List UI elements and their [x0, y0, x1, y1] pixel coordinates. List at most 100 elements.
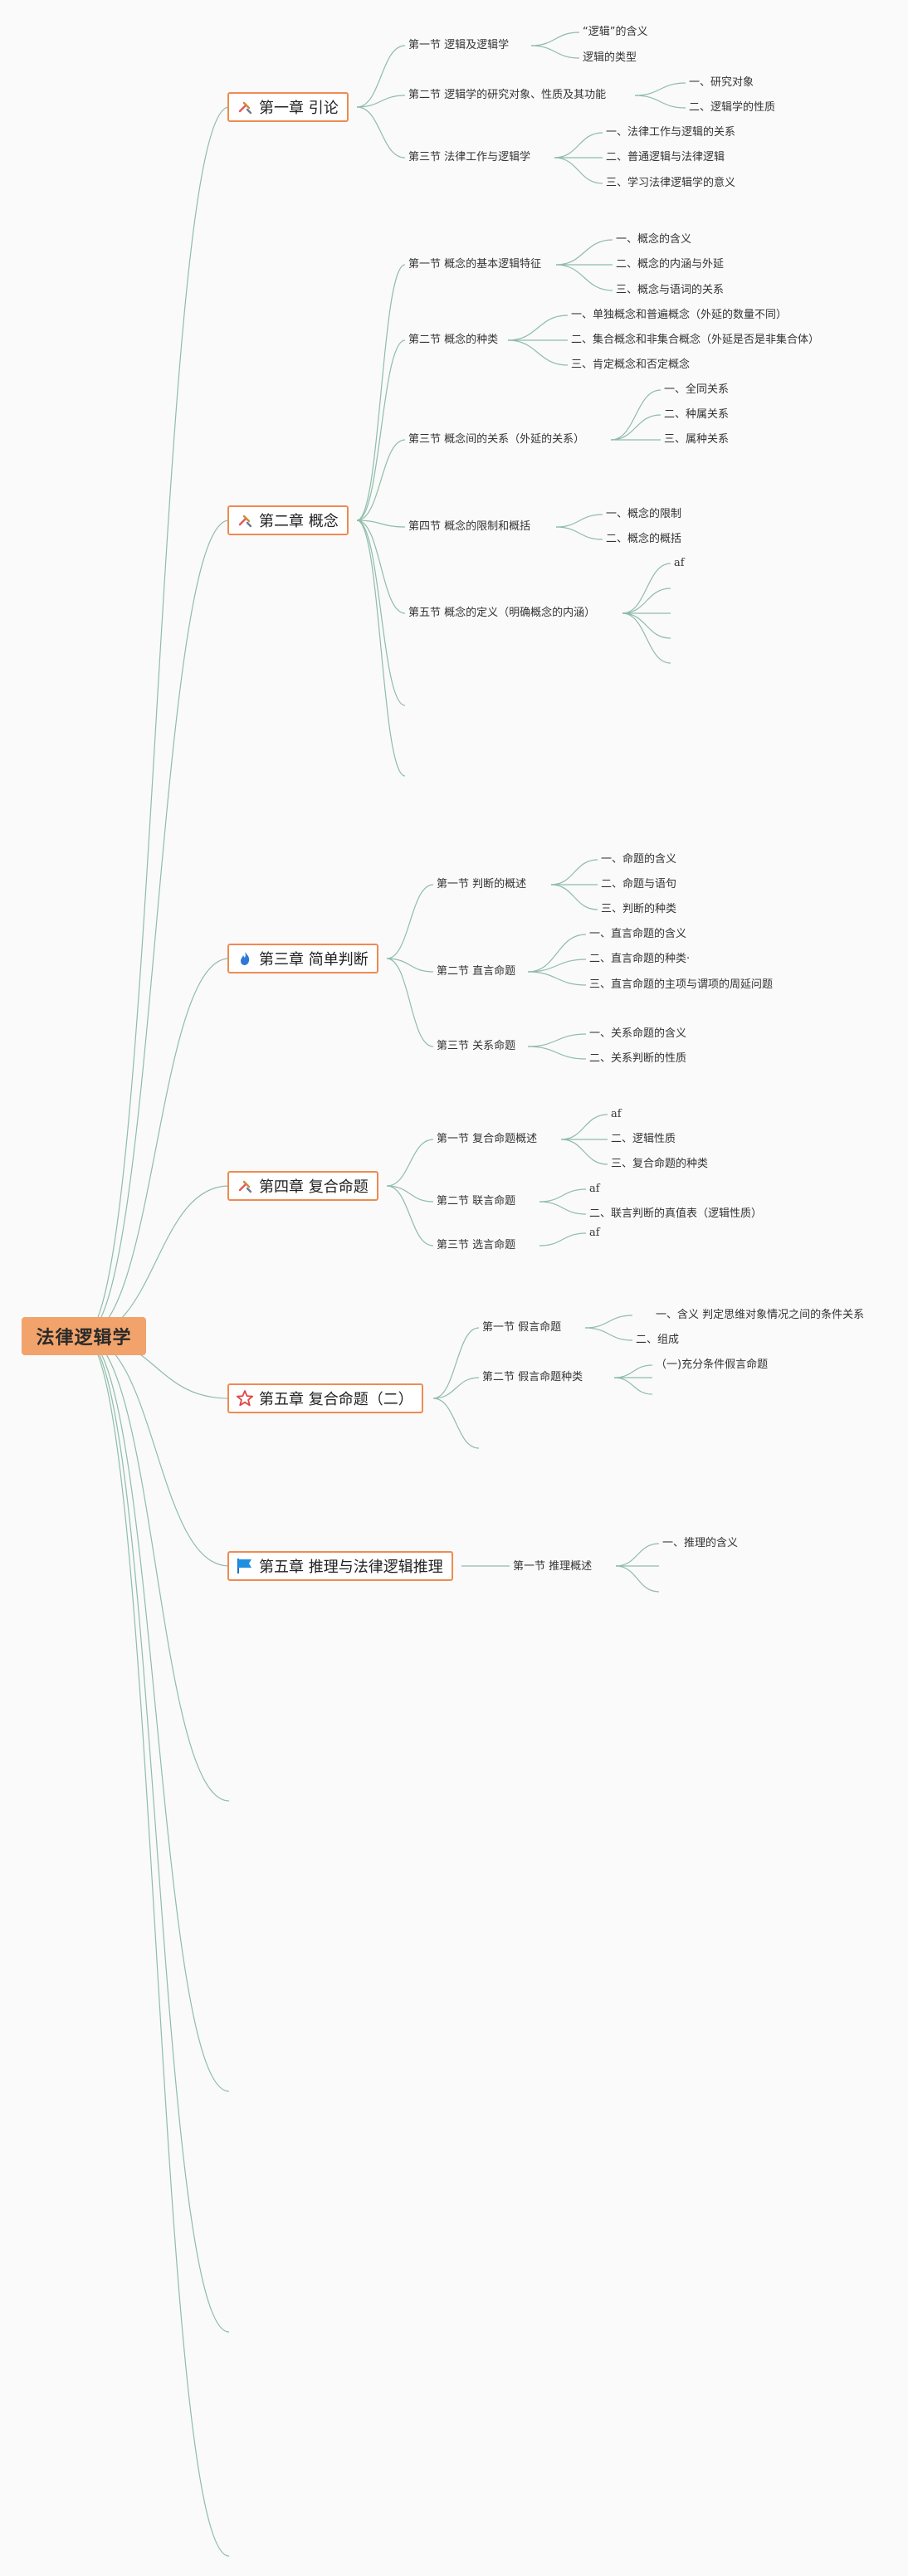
connector — [386, 1185, 434, 1247]
chapter-node-2[interactable]: 第二章 概念 — [227, 505, 349, 535]
section-label[interactable]: 第三节 概念间的关系（外延的关系） — [408, 433, 585, 446]
connector — [432, 1327, 480, 1399]
chapter-title: 第五章 复合命题（二） — [259, 1391, 413, 1408]
topic-label[interactable]: 一、直言命题的含义 — [589, 928, 687, 940]
topic-label[interactable]: 一、概念的含义 — [616, 233, 692, 246]
root-title: 法律逻辑学 — [36, 1328, 132, 1349]
section-label[interactable]: 第三节 关系命题 — [437, 1040, 516, 1052]
section-label[interactable]: 第三节 法律工作与逻辑学 — [408, 151, 531, 163]
connector — [386, 1185, 434, 1203]
chapter-title: 第二章 概念 — [259, 513, 339, 530]
topic-label[interactable]: 三、属种关系 — [664, 433, 730, 446]
connector — [386, 958, 434, 1047]
topic-label[interactable]: 一、单独概念和普遍概念（外延的数量不同） — [571, 309, 788, 321]
connector — [356, 95, 406, 108]
connector — [560, 1114, 608, 1140]
connector — [386, 884, 434, 959]
section-label[interactable]: 第三节 选言命题 — [437, 1239, 516, 1251]
connector — [507, 315, 569, 341]
topic-label[interactable]: 二、直言命题的种类· — [589, 953, 691, 965]
topic-label[interactable]: af — [611, 1108, 622, 1120]
section-label[interactable]: 第一节 判断的概述 — [437, 878, 527, 890]
section-label[interactable]: 第四节 概念的限制和概括 — [408, 520, 531, 533]
section-label[interactable]: 第一节 概念的基本逻辑特征 — [408, 258, 542, 271]
connector — [610, 414, 661, 441]
topic-label[interactable]: 三、直言命题的主项与谓项的周延问题 — [589, 978, 774, 991]
topic-label[interactable]: “逻辑”的含义 — [583, 26, 648, 38]
connector — [622, 588, 671, 614]
topic-label[interactable]: 一、研究对象 — [689, 76, 754, 89]
section-label[interactable]: 第二节 联言命题 — [437, 1195, 516, 1208]
connector — [356, 520, 406, 777]
topic-label[interactable]: 二、集合概念和非集合概念（外延是否是非集合体） — [571, 334, 820, 346]
connector — [527, 971, 587, 986]
root-node[interactable]: 法律逻辑学 — [22, 1317, 146, 1355]
topic-label[interactable]: （一)充分条件假言命题 — [656, 1359, 769, 1371]
topic-label[interactable]: 逻辑的类型 — [583, 51, 637, 64]
topic-label[interactable]: af — [674, 557, 685, 569]
section-label[interactable]: 第一节 假言命题 — [482, 1321, 562, 1334]
topic-label[interactable]: 一、含义 判定思维对象情况之间的条件关系 — [656, 1309, 865, 1321]
topic-label[interactable]: 二、逻辑学的性质 — [689, 101, 776, 114]
root-connector — [82, 1185, 230, 1337]
root-connector — [82, 1335, 230, 2092]
connector — [555, 514, 603, 528]
connector — [584, 1315, 633, 1329]
section-label[interactable]: 第五节 概念的定义（明确概念的内涵） — [408, 607, 596, 619]
section-label[interactable]: 第二节 逻辑学的研究对象、性质及其功能 — [408, 89, 607, 101]
section-label[interactable]: 第一节 复合命题概述 — [437, 1133, 538, 1145]
topic-label[interactable]: 一、关系命题的含义 — [589, 1027, 687, 1040]
section-label[interactable]: 第一节 逻辑及逻辑学 — [408, 39, 510, 51]
tools-icon — [236, 1177, 254, 1195]
topic-label[interactable]: 一、法律工作与逻辑的关系 — [606, 126, 736, 139]
topic-label[interactable]: 一、全同关系 — [664, 383, 730, 396]
topic-label[interactable]: 三、肯定概念和否定概念 — [571, 359, 691, 371]
topic-label[interactable]: 一、概念的限制 — [606, 508, 682, 520]
topic-label[interactable]: 三、复合命题的种类 — [611, 1158, 709, 1170]
root-connector — [82, 1335, 230, 2557]
topic-label[interactable]: 二、种属关系 — [664, 408, 730, 421]
topic-label[interactable]: 二、联言判断的真值表（逻辑性质） — [589, 1208, 763, 1220]
chapter-node-5[interactable]: 第五章 复合命题（二） — [227, 1383, 423, 1413]
connector — [530, 32, 580, 46]
star-icon — [236, 1389, 254, 1408]
chapter-node-6[interactable]: 第五章 推理与法律逻辑推理 — [227, 1551, 453, 1581]
connector — [356, 264, 406, 521]
section-label[interactable]: 第二节 假言命题种类 — [482, 1371, 583, 1383]
section-label[interactable]: 第一节 推理概述 — [513, 1560, 593, 1573]
section-label[interactable]: 第二节 概念的种类 — [408, 334, 499, 346]
topic-label[interactable]: 二、普通逻辑与法律逻辑 — [606, 151, 725, 163]
chapter-node-4[interactable]: 第四章 复合命题 — [227, 1171, 378, 1201]
connector — [622, 612, 671, 639]
topic-label[interactable]: 二、概念的概括 — [606, 533, 682, 545]
connector — [613, 1377, 653, 1395]
topic-label[interactable]: 二、命题与语句 — [601, 878, 677, 890]
topic-label[interactable]: 二、关系判断的性质 — [589, 1052, 687, 1065]
topic-label[interactable]: 三、学习法律逻辑学的意义 — [606, 177, 736, 189]
connector — [634, 95, 686, 109]
topic-label[interactable]: 一、命题的含义 — [601, 853, 677, 866]
topic-label[interactable]: 二、概念的内涵与外延 — [616, 258, 725, 271]
topic-label[interactable]: 三、概念与语词的关系 — [616, 284, 725, 296]
topic-label[interactable]: 一、推理的含义 — [662, 1537, 739, 1549]
connector — [527, 934, 587, 973]
topic-label[interactable]: 二、组成 — [636, 1334, 680, 1346]
connector — [555, 264, 613, 291]
flag-icon — [236, 1557, 254, 1575]
connector — [356, 439, 406, 521]
chapter-node-3[interactable]: 第三章 简单判断 — [227, 944, 378, 973]
topic-label[interactable]: 二、逻辑性质 — [611, 1133, 676, 1145]
connector — [432, 1377, 480, 1399]
connector — [527, 1033, 587, 1047]
topic-label[interactable]: af — [589, 1227, 600, 1239]
chapter-node-1[interactable]: 第一章 引论 — [227, 92, 349, 122]
connector — [539, 1201, 587, 1215]
connector — [527, 959, 587, 973]
connector — [613, 1364, 653, 1378]
section-label[interactable]: 第二节 直言命题 — [437, 965, 516, 978]
connector — [555, 526, 603, 540]
topic-label[interactable]: af — [589, 1183, 600, 1195]
topic-label[interactable]: 三、判断的种类 — [601, 903, 677, 915]
connector — [386, 1139, 434, 1187]
root-connector — [82, 958, 230, 1337]
